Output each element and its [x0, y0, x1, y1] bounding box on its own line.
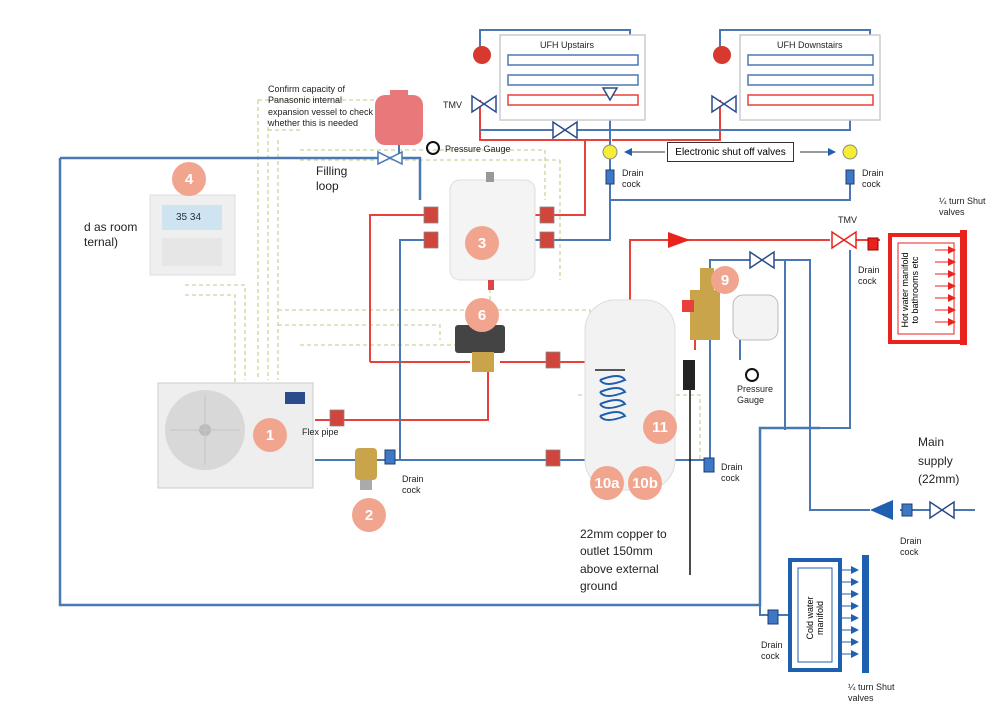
electronic-shutoff-label: Electronic shut off valves — [667, 142, 794, 162]
expansion-vessel-right — [732, 294, 779, 382]
hot-water-manifold — [888, 230, 967, 345]
expansion-note: Confirm capacity of Panasonic internal e… — [268, 84, 374, 128]
hot-flow-arrow — [668, 232, 690, 248]
drain-cock-ufh2-label: Drain cock — [862, 168, 884, 190]
cold-manifold-label: Cold water manifold — [805, 596, 825, 640]
badge-10a: 10a — [590, 466, 624, 500]
main-supply-label: Main supply (22mm) — [918, 435, 960, 487]
badge-1: 1 — [253, 418, 287, 452]
ufh-upstairs-label: UFH Upstairs — [540, 40, 595, 50]
filling-loop-label: Filling loop — [316, 164, 348, 193]
ufh-mixing-valves — [471, 87, 737, 114]
mains-flow-arrow — [870, 500, 893, 520]
inlet-control-group — [682, 268, 720, 340]
controller-panel — [149, 194, 236, 276]
controller-display: 35 34 — [176, 212, 202, 223]
badge-10b: 10b — [628, 466, 662, 500]
magnetic-filter — [355, 448, 377, 490]
expansion-vessel-top — [375, 90, 440, 158]
quarter-turn-bottom-label: ¼ turn Shut valves — [848, 682, 895, 704]
ufh-downstairs-label: UFH Downstairs — [777, 40, 843, 50]
right-valves — [552, 120, 955, 520]
badge-4: 4 — [172, 162, 206, 196]
quarter-turn-top-label: ¼ turn Shut valves — [939, 196, 986, 218]
hot-manifold-label: Hot water manifold to bathrooms etc — [900, 252, 920, 328]
drain-cock-main-label: Drain cock — [900, 536, 922, 558]
motorised-valve — [455, 325, 505, 372]
badge-11: 11 — [643, 410, 677, 444]
drain-cocks — [384, 169, 913, 625]
drain-cock-cold-label: Drain cock — [761, 640, 783, 662]
ufh-pumps — [473, 46, 731, 64]
drain-cock-ufh1-label: Drain cock — [622, 168, 644, 190]
control-wiring — [185, 99, 701, 460]
isolation-valves — [329, 206, 561, 467]
badge-9: 9 — [711, 266, 739, 294]
cold-water-manifold — [788, 555, 869, 673]
tmv-hot-valve — [831, 230, 857, 250]
badge-3: 3 — [465, 226, 499, 260]
outlet-note: 22mm copper to outlet 150mm above extern… — [580, 527, 667, 594]
heat-pump-unit — [157, 382, 314, 489]
pressure-gauge-right-label: Pressure Gauge — [737, 384, 774, 406]
badge-2: 2 — [352, 498, 386, 532]
badge-6: 6 — [465, 298, 499, 332]
filling-loop-valve — [377, 150, 403, 166]
pressure-gauge-label: Pressure Gauge — [445, 144, 511, 154]
drain-cock-hp-label: Drain cock — [402, 474, 424, 496]
drain-cock-cyl-label: Drain cock — [721, 462, 743, 484]
electronic-shutoff-valves — [602, 144, 858, 160]
tmv-label-top: TMV — [443, 100, 462, 110]
tmv-label-right: TMV — [838, 215, 857, 225]
room-note: d as room ternal) — [84, 220, 138, 249]
ufh-downstairs-manifold — [739, 34, 881, 121]
drain-cock-tmv-label: Drain cock — [858, 265, 880, 287]
ufh-upstairs-manifold — [499, 34, 646, 121]
flex-pipe-label: Flex pipe — [302, 427, 339, 437]
